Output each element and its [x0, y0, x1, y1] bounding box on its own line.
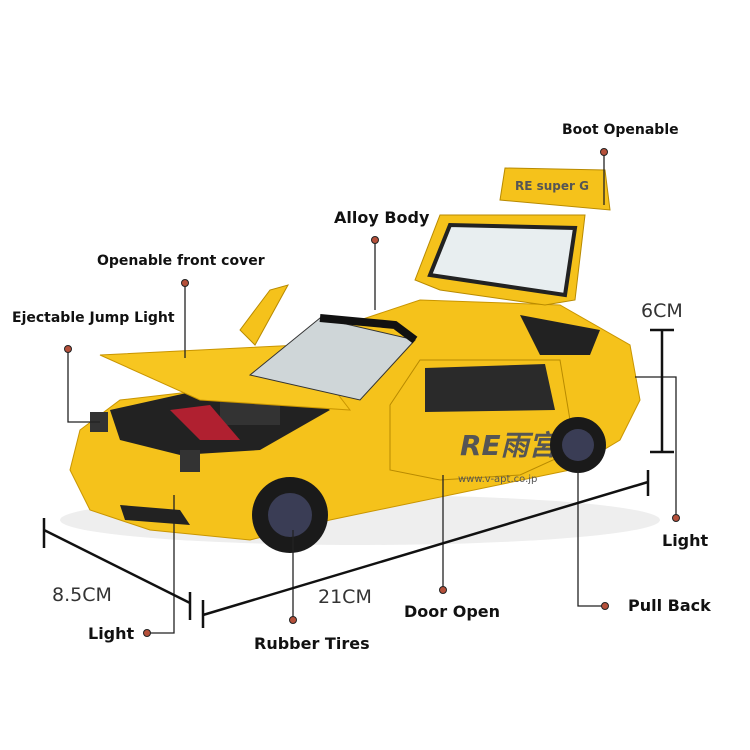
url-decal: www.v-apt.co.jp	[458, 474, 537, 485]
rear-wing	[499, 167, 611, 211]
label-alloy-body: Alloy Body	[334, 208, 430, 227]
label-light-rear: Light	[662, 531, 709, 550]
dimension-length: 21CM	[318, 586, 372, 608]
label-light-front: Light	[88, 624, 135, 643]
label-openable-front-cover: Openable front cover	[97, 253, 265, 269]
popup-light-right	[180, 450, 200, 472]
annotation-dots	[64, 148, 680, 637]
dimension-lines	[42, 328, 674, 628]
door-decal: RE雨宮	[460, 429, 561, 462]
label-boot-openable: Boot Openable	[562, 122, 679, 138]
label-pull-back: Pull Back	[628, 596, 711, 615]
label-ejectable-jump-light: Ejectable Jump Light	[12, 310, 175, 326]
label-rubber-tires: Rubber Tires	[254, 634, 370, 653]
label-door-open: Door Open	[404, 602, 501, 621]
engine-manifold	[170, 405, 240, 440]
dimension-height: 6CM	[641, 300, 683, 322]
wing-decal: RE super G	[515, 179, 589, 193]
dimension-width: 8.5CM	[52, 584, 112, 606]
door-window	[425, 364, 555, 412]
